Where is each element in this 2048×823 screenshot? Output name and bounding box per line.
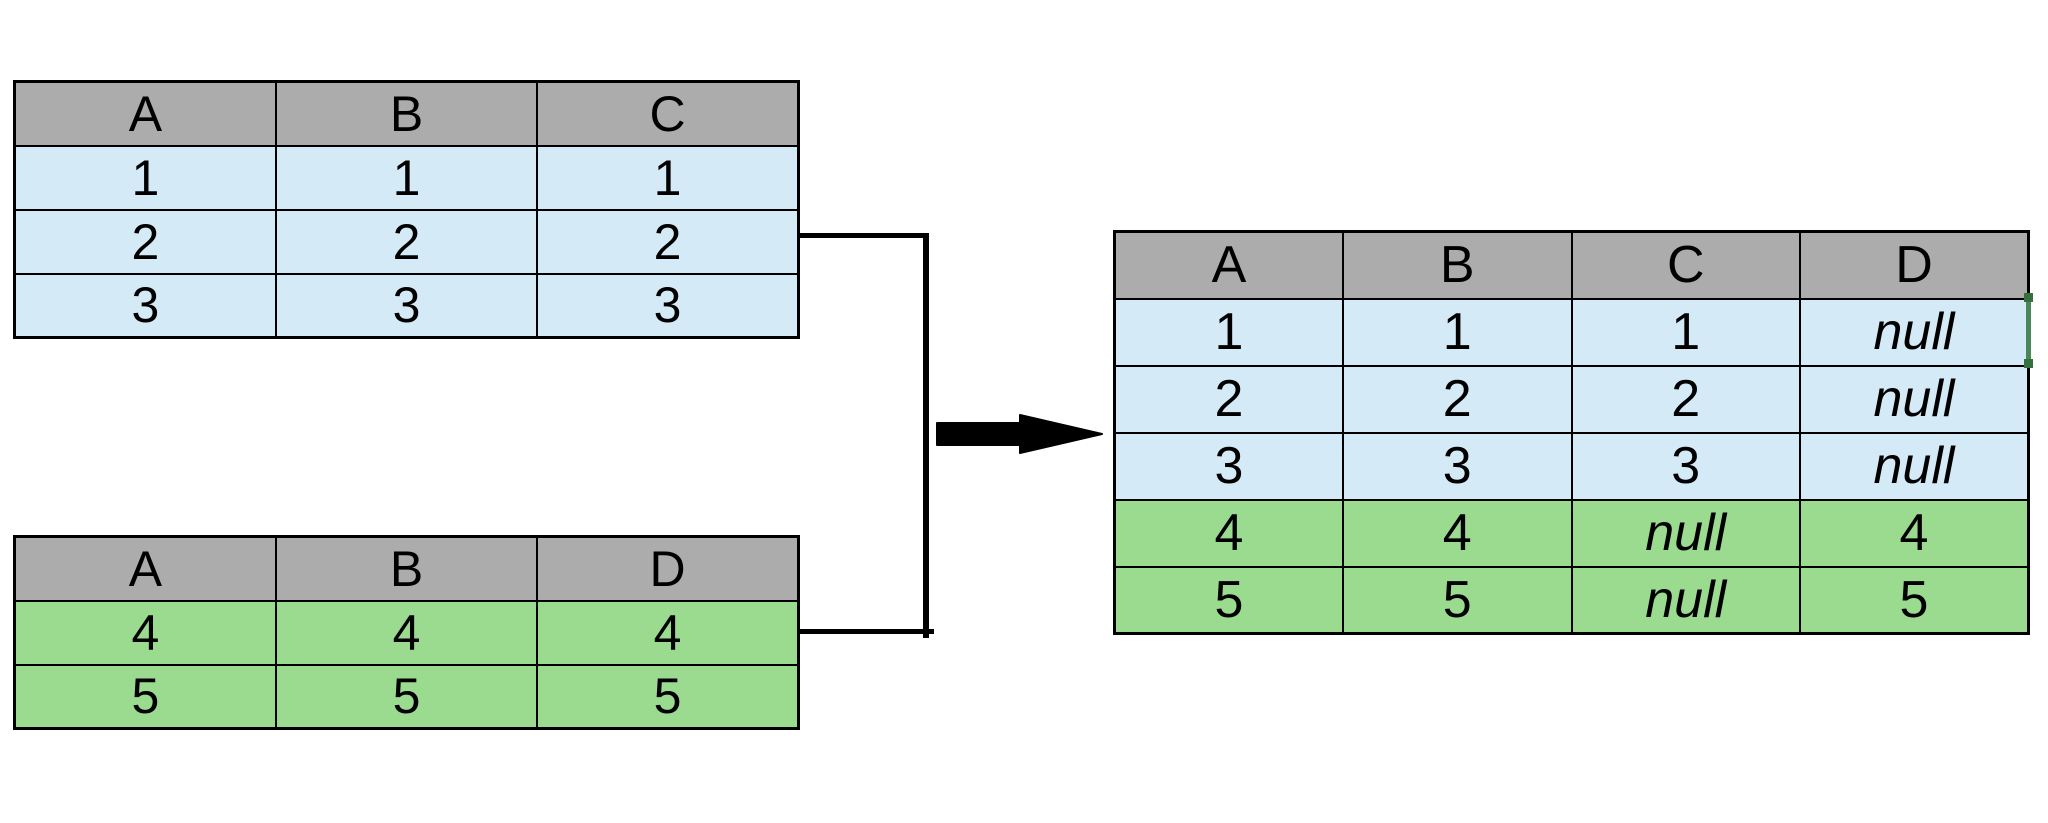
table-row: 3 3 3	[13, 272, 800, 339]
selection-handle-icon	[2024, 359, 2033, 368]
table-cell: 3	[13, 272, 277, 339]
column-header: A	[13, 80, 277, 147]
table-cell: null	[1799, 431, 2030, 501]
table-row: 3 3 3 null	[1113, 431, 2030, 501]
table-cell: 5	[1342, 565, 1573, 635]
table-row: 1 1 1 null	[1113, 297, 2030, 367]
table-cell: 1	[1342, 297, 1573, 367]
table-cell: 2	[1342, 364, 1573, 434]
column-header: C	[1570, 230, 1801, 300]
column-header: A	[13, 535, 277, 602]
table-header-row: A B D	[13, 535, 800, 602]
table-row: 2 2 2 null	[1113, 364, 2030, 434]
table-cell: null	[1799, 297, 2030, 367]
right-arrow-icon	[936, 414, 1103, 454]
table-cell: 3	[274, 272, 539, 339]
table-cell: 4	[536, 599, 800, 666]
table-row: 5 5 5	[13, 663, 800, 730]
table-cell: 3	[1342, 431, 1573, 501]
connector-line-bottom	[800, 629, 934, 634]
column-header: D	[536, 535, 800, 602]
table-row: 4 4 4	[13, 599, 800, 666]
table-cell: 5	[274, 663, 539, 730]
connector-line-top	[797, 233, 928, 238]
table-cell: 4	[13, 599, 277, 666]
table-cell: 4	[1342, 498, 1573, 568]
column-header: D	[1799, 230, 2030, 300]
table-cell: 2	[536, 208, 800, 275]
table-cell: 5	[13, 663, 277, 730]
table-cell: 1	[274, 144, 539, 211]
table-cell: 2	[13, 208, 277, 275]
table-cell: 3	[1113, 431, 1344, 501]
table-row: 4 4 null 4	[1113, 498, 2030, 568]
table-cell: 2	[1113, 364, 1344, 434]
table-cell: 1	[1113, 297, 1344, 367]
column-header: C	[536, 80, 800, 147]
column-header: B	[1342, 230, 1573, 300]
table-cell: 4	[1113, 498, 1344, 568]
table-row: 5 5 null 5	[1113, 565, 2030, 635]
column-header: B	[274, 535, 539, 602]
table-cell: null	[1570, 565, 1801, 635]
table-cell: 1	[536, 144, 800, 211]
table-cell: 5	[1113, 565, 1344, 635]
table-cell: 1	[13, 144, 277, 211]
result-table: A B C D 1 1 1 null 2 2 2 null 3 3 3 null…	[1113, 230, 2030, 635]
table-row: 2 2 2	[13, 208, 800, 275]
table-cell: 2	[274, 208, 539, 275]
table-cell: 3	[536, 272, 800, 339]
table-cell: 4	[1799, 498, 2030, 568]
table-header-row: A B C	[13, 80, 800, 147]
table-cell: 4	[274, 599, 539, 666]
table-cell: 2	[1570, 364, 1801, 434]
table-cell: 5	[1799, 565, 2030, 635]
cell-selection-indicator	[2026, 297, 2031, 364]
table-cell: 5	[536, 663, 800, 730]
column-header: A	[1113, 230, 1344, 300]
source-table-top: A B C 1 1 1 2 2 2 3 3 3	[13, 80, 800, 339]
table-cell: 1	[1570, 297, 1801, 367]
table-row: 1 1 1	[13, 144, 800, 211]
table-header-row: A B C D	[1113, 230, 2030, 300]
table-cell: null	[1799, 364, 2030, 434]
table-cell: 3	[1570, 431, 1801, 501]
connector-line-vertical	[923, 233, 929, 638]
selection-handle-icon	[2024, 293, 2033, 302]
source-table-bottom: A B D 4 4 4 5 5 5	[13, 535, 800, 730]
table-cell: null	[1570, 498, 1801, 568]
column-header: B	[274, 80, 539, 147]
